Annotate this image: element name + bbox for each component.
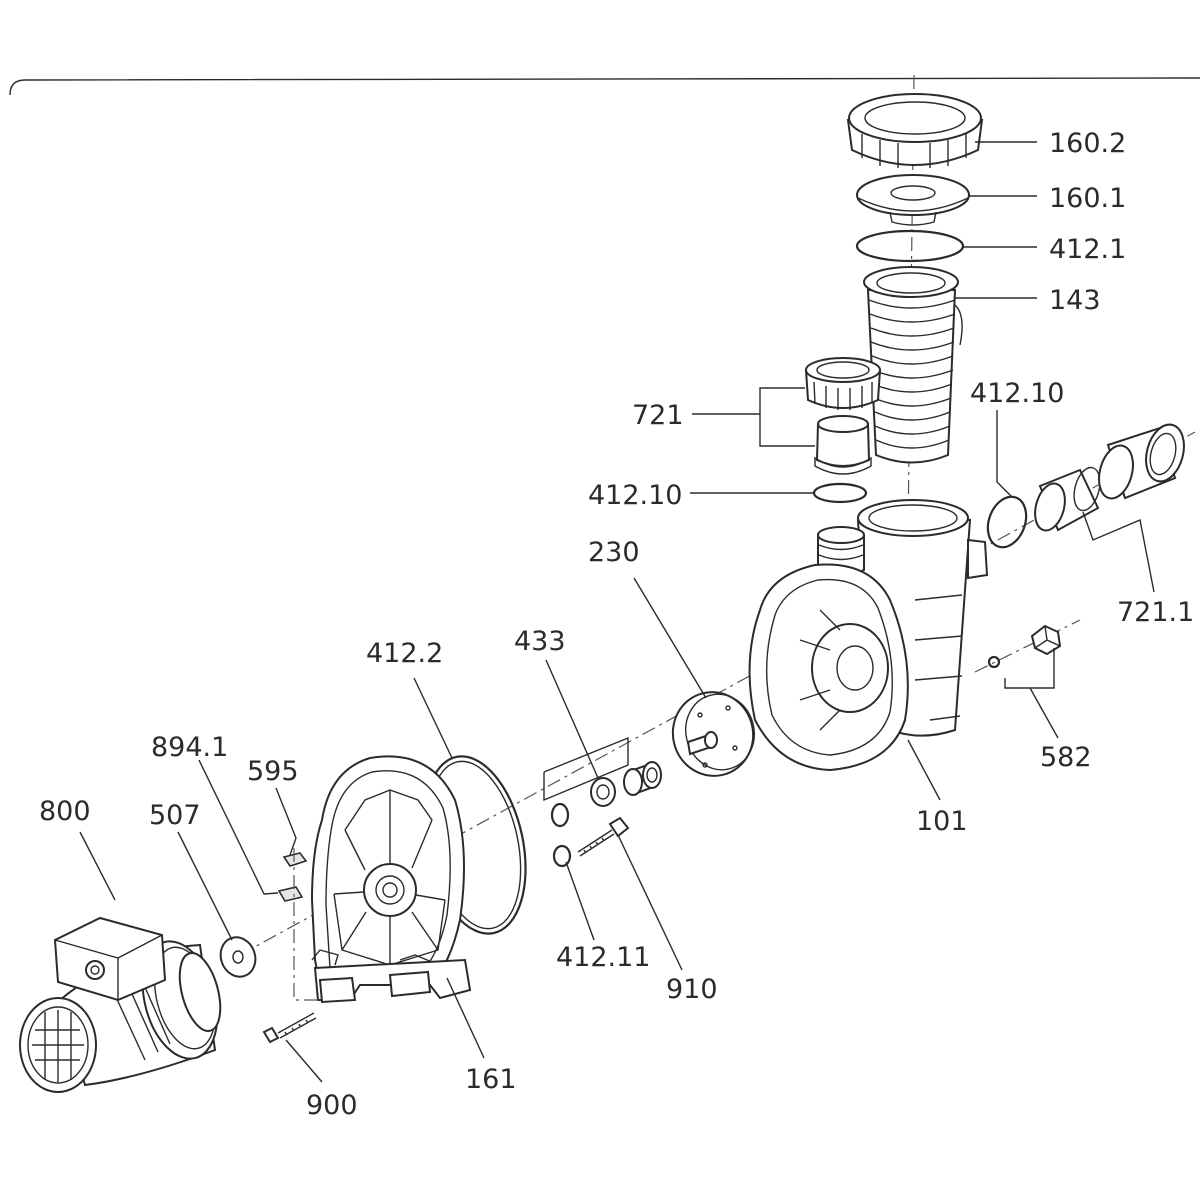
label-894-1: 894.1 <box>151 732 228 763</box>
label-412-10-left: 412.10 <box>588 480 682 511</box>
mechanical-seal-part <box>590 761 662 807</box>
key-guide-line <box>293 848 318 1001</box>
drain-plug-part <box>987 624 1062 669</box>
pump-housing-part <box>748 499 989 772</box>
motor-part <box>19 916 222 1093</box>
label-160-2: 160.2 <box>1049 128 1126 159</box>
washer-part <box>219 936 257 978</box>
label-230: 230 <box>588 537 640 568</box>
label-161: 161 <box>465 1064 517 1095</box>
label-412-11: 412.11 <box>556 942 650 973</box>
union-tail-right-part <box>1034 466 1101 532</box>
key-595-part <box>282 852 308 867</box>
union-nut-right-part <box>1098 423 1185 500</box>
lid-part <box>856 174 970 226</box>
label-910: 910 <box>666 974 718 1005</box>
seal-plate-part <box>310 755 472 1004</box>
label-721: 721 <box>632 400 684 431</box>
label-412-2: 412.2 <box>366 638 443 669</box>
label-900: 900 <box>306 1090 358 1121</box>
label-595: 595 <box>247 756 299 787</box>
impeller-part <box>671 691 755 777</box>
label-101: 101 <box>916 806 968 837</box>
label-143: 143 <box>1049 285 1101 316</box>
screw-900-part <box>262 1012 317 1044</box>
label-582: 582 <box>1040 742 1092 773</box>
key-894-part <box>277 886 304 902</box>
label-721-1: 721.1 <box>1117 597 1194 628</box>
union-nut-part <box>804 357 882 410</box>
label-433: 433 <box>514 626 566 657</box>
label-507: 507 <box>149 800 201 831</box>
union-o-ring-right <box>986 495 1028 549</box>
label-160-1: 160.1 <box>1049 183 1126 214</box>
screw-910-part <box>577 816 630 857</box>
lid-o-ring <box>855 229 965 263</box>
union-o-ring-left <box>812 482 868 504</box>
lid-nut-part <box>846 93 984 168</box>
union-tail-part <box>814 415 872 475</box>
small-o-ring-upper <box>550 802 570 828</box>
label-800: 800 <box>39 796 91 827</box>
drain-axis <box>974 619 1081 673</box>
page-frame <box>9 77 1200 96</box>
strainer-basket-part <box>863 266 963 464</box>
label-412-1: 412.1 <box>1049 234 1126 265</box>
small-o-ring-lower <box>552 844 572 868</box>
leader-lines <box>79 141 1155 1083</box>
label-412-10-right: 412.10 <box>970 378 1064 409</box>
